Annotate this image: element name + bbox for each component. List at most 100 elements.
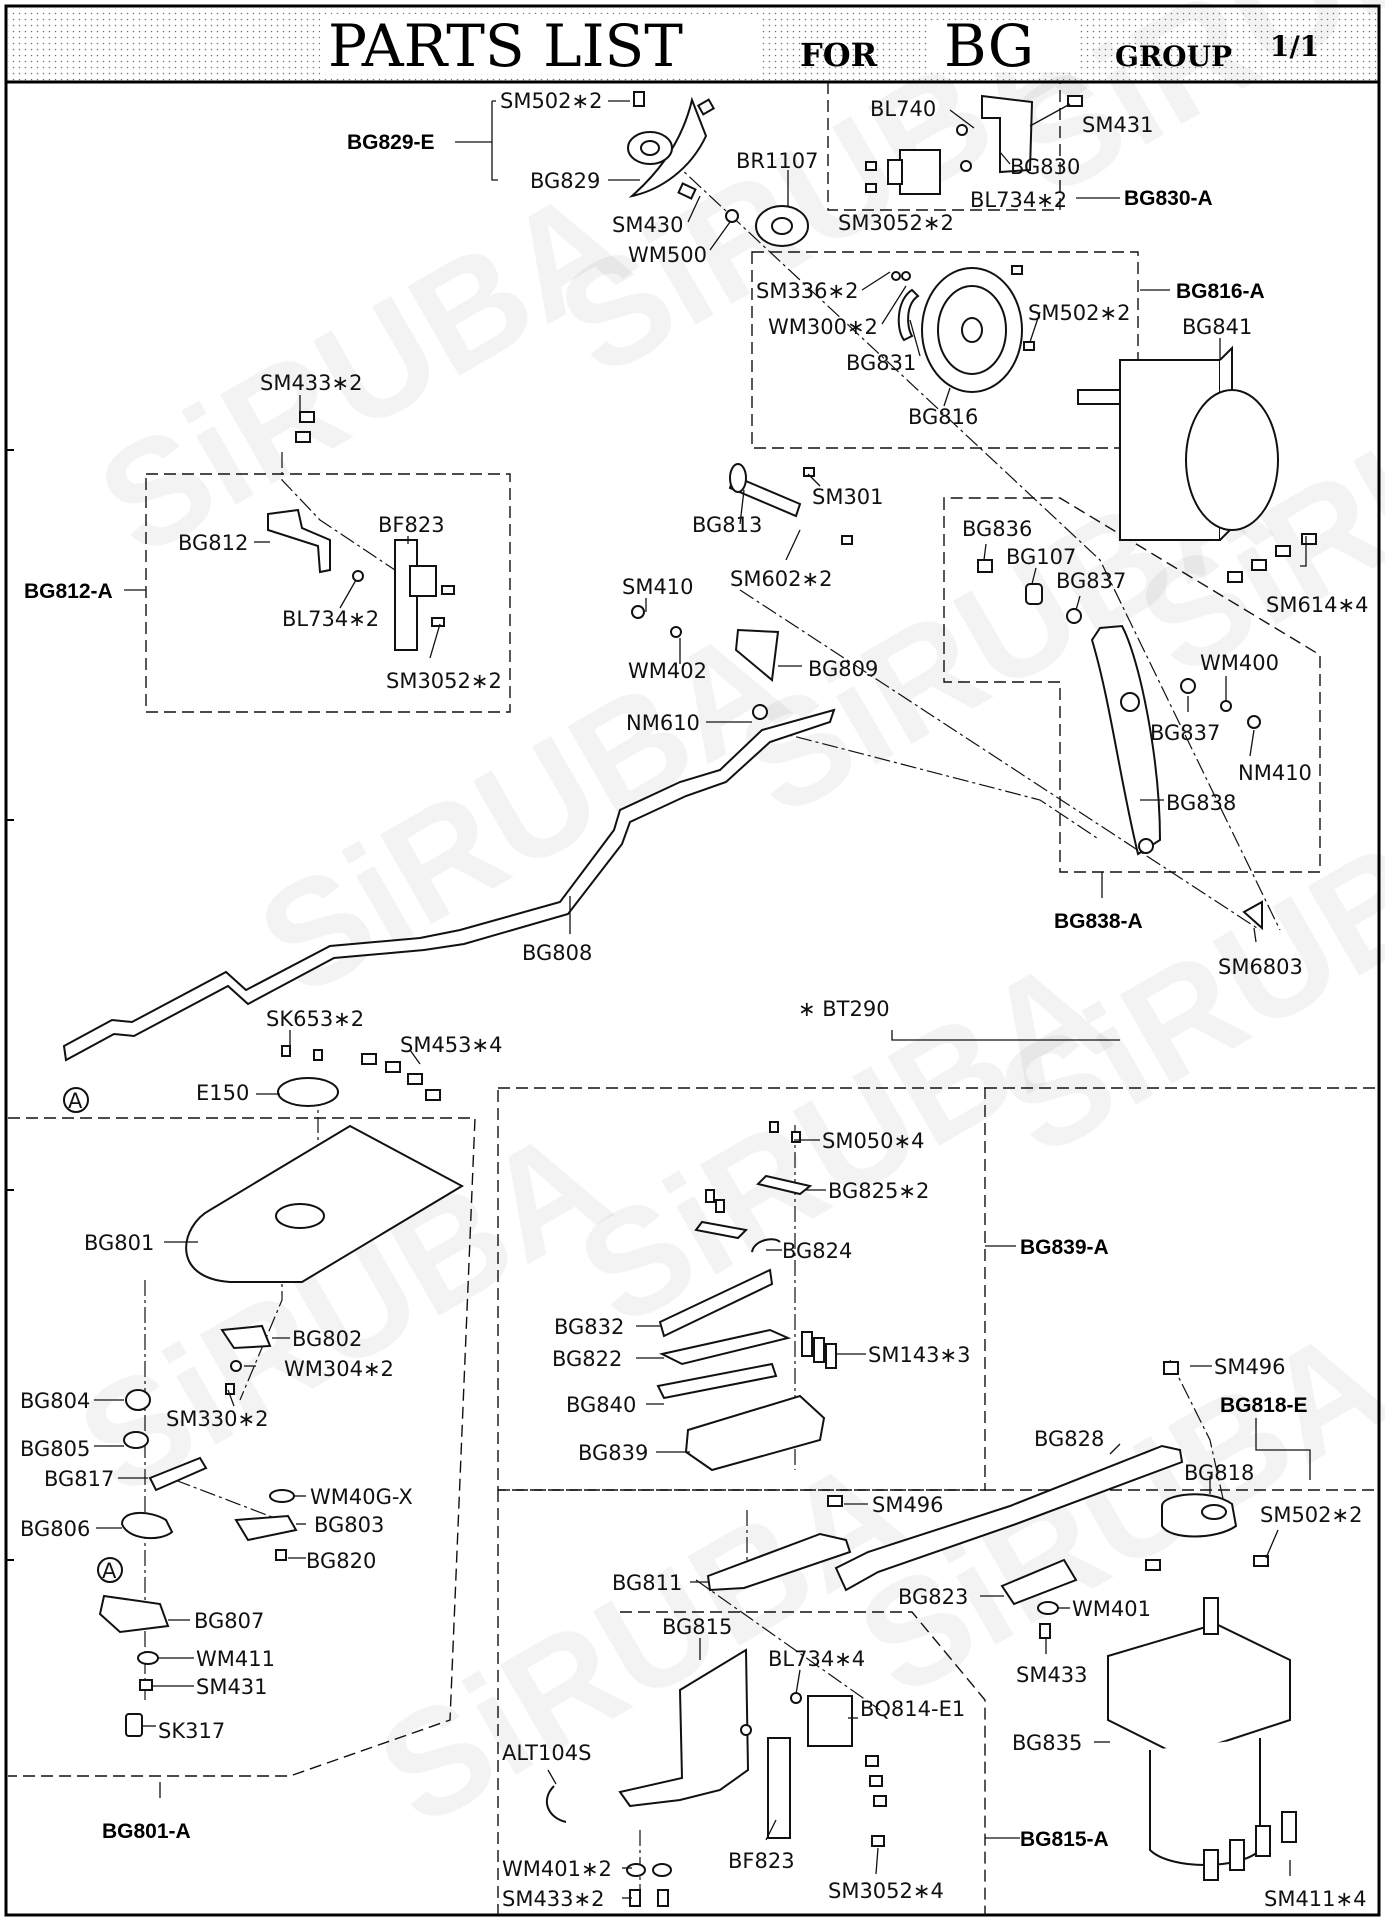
title-mask	[930, 20, 1080, 72]
screw-icon	[1275, 545, 1291, 557]
leader	[739, 489, 745, 525]
screw-icon	[769, 1121, 779, 1133]
screw-icon	[1227, 571, 1243, 583]
part-label: SM433∗2	[502, 1887, 605, 1911]
screw-icon	[677, 182, 697, 200]
screw-icon	[631, 605, 645, 619]
part-label: BG828	[1034, 1427, 1104, 1451]
leader	[1029, 103, 1071, 127]
part-label: WM401∗2	[502, 1857, 612, 1881]
assembly-bg818-e: BG818-E	[1220, 1394, 1308, 1417]
part-label: SM050∗4	[822, 1129, 925, 1153]
leader	[1031, 567, 1037, 585]
part-label: SM431	[196, 1675, 268, 1699]
bg829-hub-bore	[640, 140, 660, 156]
assembly-outlines	[8, 82, 1379, 1915]
bg829-blade	[628, 96, 708, 198]
bq814-sensor	[807, 1695, 853, 1747]
part-label: SM496	[1214, 1355, 1286, 1379]
bg825-bar	[756, 1174, 813, 1196]
leader	[881, 285, 907, 325]
part-label: BG823	[898, 1585, 968, 1609]
washer-icon	[725, 209, 739, 223]
leader	[765, 1819, 777, 1841]
part-label: BG806	[20, 1517, 90, 1541]
screw-icon	[696, 98, 716, 116]
leader	[785, 529, 801, 561]
part-label: BL740	[870, 97, 936, 121]
bg841-motor-body	[1185, 389, 1279, 531]
bg835-motor-flange	[1107, 1622, 1291, 1758]
part-label: SM614∗4	[1266, 593, 1369, 617]
bg811-link	[706, 1532, 852, 1592]
leader	[983, 543, 987, 561]
part-label: BG816	[908, 405, 978, 429]
washer-icon	[956, 124, 968, 136]
part-label: SK317	[158, 1719, 225, 1743]
ref-circle-a	[63, 1087, 89, 1113]
assembly-bg816-a: BG816-A	[1176, 280, 1265, 303]
assembly-bg815-a: BG815-A	[1020, 1828, 1109, 1851]
leader	[909, 319, 921, 357]
bg840-plate	[656, 1362, 778, 1400]
part-label: SM431	[1082, 113, 1154, 137]
screw-icon	[1203, 1849, 1219, 1881]
part-label: BG804	[20, 1389, 90, 1413]
leader	[455, 100, 498, 181]
bg107-spacer	[1025, 583, 1043, 605]
screw-icon	[407, 1073, 423, 1085]
part-label: BG801	[84, 1231, 154, 1255]
part-label: WM401	[1072, 1597, 1151, 1621]
axis-line	[649, 139, 1281, 931]
leader	[339, 579, 357, 609]
washer-icon	[652, 1863, 672, 1877]
leader	[795, 1669, 801, 1695]
part-label: BG841	[1182, 315, 1252, 339]
part-label: BG811	[612, 1571, 682, 1595]
screw-icon	[281, 1045, 291, 1057]
bg802-plate	[220, 1324, 272, 1350]
part-label: BG836	[962, 517, 1032, 541]
washer-icon	[790, 1692, 802, 1704]
leader	[891, 1030, 1120, 1041]
part-label: SM433∗2	[260, 371, 363, 395]
bl740-sensor	[899, 149, 941, 195]
leader	[547, 1769, 557, 1785]
alt104s-clip	[545, 1785, 567, 1823]
title-for: FOR	[800, 36, 878, 74]
part-label: SM502∗2	[500, 89, 603, 113]
bg832-plate	[658, 1268, 774, 1338]
bg816-outline	[751, 251, 1139, 449]
leader	[943, 387, 951, 407]
group-code: BG	[944, 12, 1034, 80]
part-label: SM3052∗2	[838, 211, 954, 235]
part-label: BG838	[1166, 791, 1236, 815]
page-number: 1/1	[1270, 30, 1319, 63]
screw-icon	[385, 1061, 401, 1073]
part-label: SM433	[1016, 1663, 1088, 1687]
part-label: WM300∗2	[768, 315, 878, 339]
part-label: SM410	[622, 575, 694, 599]
part-label: BG822	[552, 1347, 622, 1371]
watermark-text: SiRUBA	[72, 155, 654, 588]
leader	[687, 195, 701, 223]
part-label: SM453∗4	[400, 1033, 503, 1057]
leader	[1075, 595, 1081, 611]
washer-icon	[670, 626, 682, 638]
assembly-bg829-e: BG829-E	[347, 131, 435, 154]
ref-circle-a	[97, 1557, 123, 1583]
screw-icon	[1229, 1839, 1245, 1871]
part-label: BG829	[530, 169, 600, 193]
part-label: BG803	[314, 1513, 384, 1537]
part-label: SM330∗2	[166, 1407, 269, 1431]
leader	[861, 271, 891, 291]
part-label: BG824	[782, 1239, 852, 1263]
title-mask	[320, 14, 760, 74]
part-label: SM411∗4	[1264, 1887, 1367, 1911]
bf823-sensor	[409, 565, 437, 597]
sm6803-screw	[1242, 900, 1263, 931]
bg820-screw	[275, 1549, 287, 1561]
bg841-motor-shaft	[1077, 389, 1121, 405]
part-label: SM502∗2	[1260, 1503, 1363, 1527]
leader	[949, 109, 975, 129]
